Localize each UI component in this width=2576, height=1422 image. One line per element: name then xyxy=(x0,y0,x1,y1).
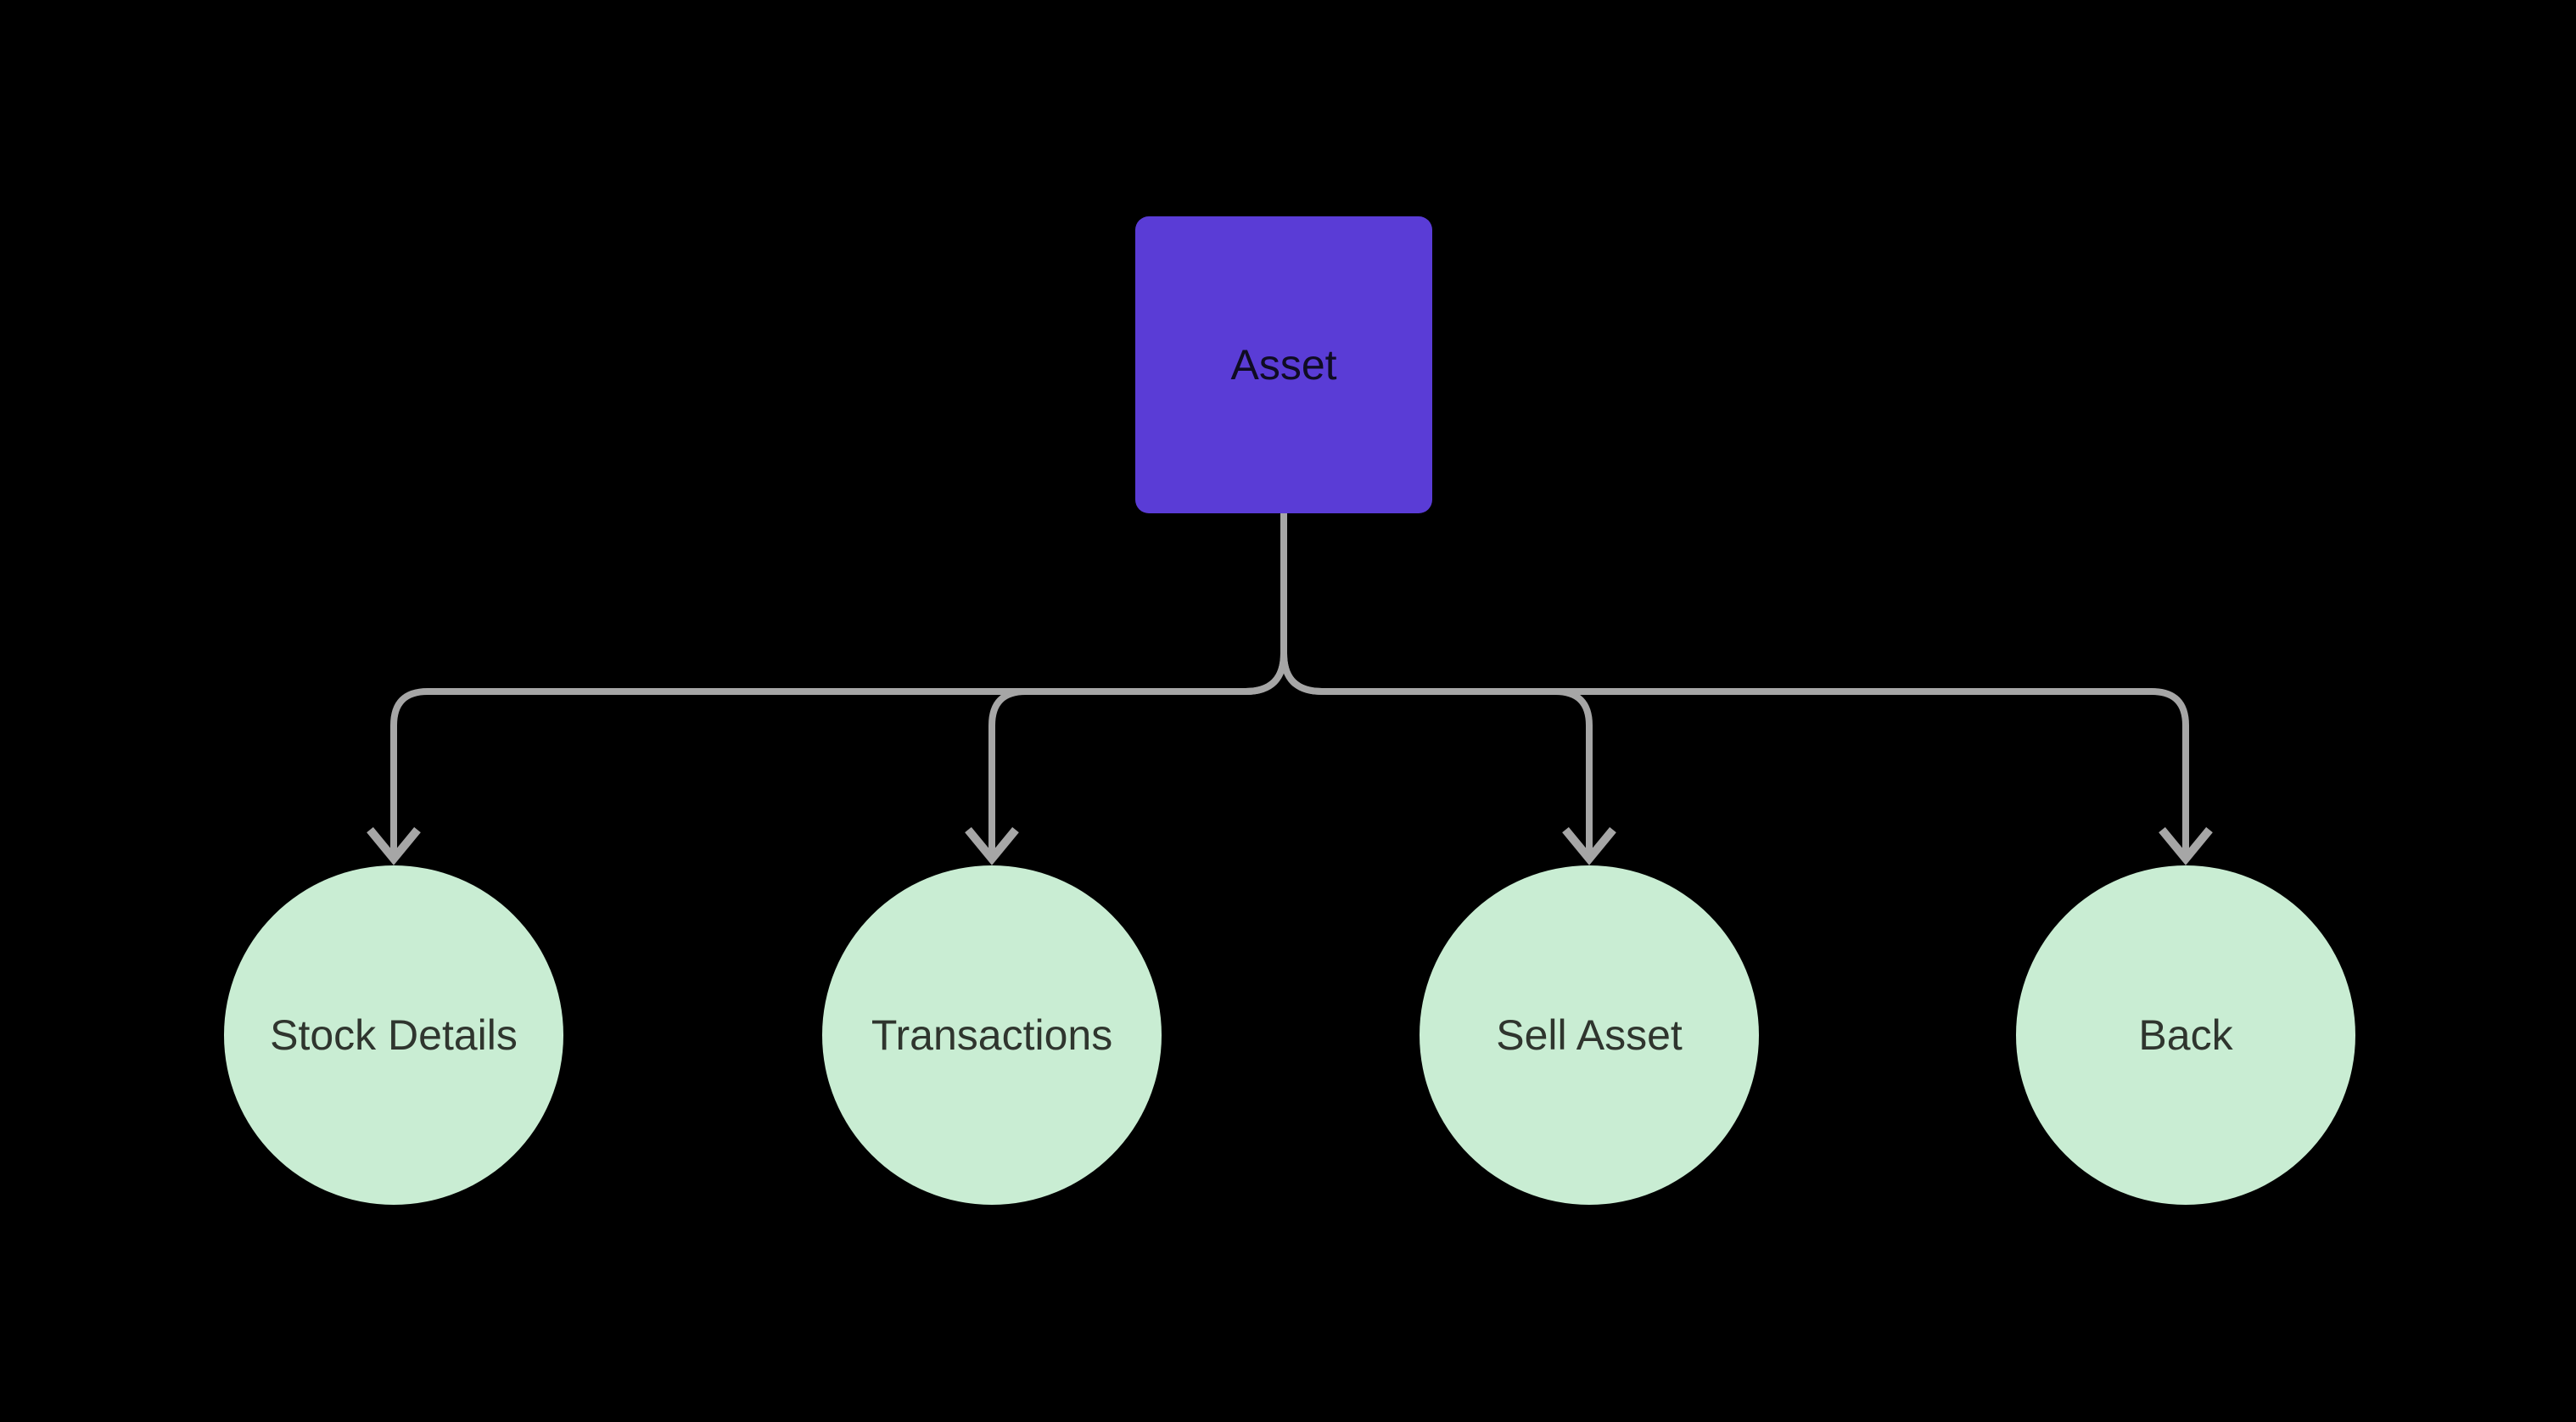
edge-asset-to-stock-details xyxy=(390,513,1287,855)
asset-box-shape xyxy=(1135,216,1432,513)
transactions-label: Transactions xyxy=(871,1011,1112,1059)
sell-asset-shape xyxy=(1420,865,1759,1205)
node-transactions: Transactions xyxy=(822,865,1162,1205)
node-sell-asset: Sell Asset xyxy=(1420,865,1759,1205)
edge-group xyxy=(367,513,2213,865)
node-back: Back xyxy=(2016,865,2355,1205)
transactions-shape xyxy=(822,865,1162,1205)
stock-details-shape xyxy=(224,865,563,1205)
back-shape xyxy=(2016,865,2355,1205)
edge-asset-to-back xyxy=(1280,513,2189,855)
arrowhead-sell-asset xyxy=(1562,826,1616,865)
arrowhead-back xyxy=(2159,826,2213,865)
arrowhead-transactions xyxy=(965,826,1019,865)
node-stock-details: Stock Details xyxy=(224,865,563,1205)
asset-label: Asset xyxy=(1230,341,1336,389)
back-label: Back xyxy=(2138,1011,2233,1059)
arrowhead-stock-details xyxy=(367,826,421,865)
edge-asset-to-sell-asset xyxy=(1280,513,1593,855)
node-asset: Asset xyxy=(1135,216,1432,513)
edge-asset-to-transactions xyxy=(988,513,1287,855)
stock-details-label: Stock Details xyxy=(270,1011,518,1059)
sell-asset-label: Sell Asset xyxy=(1496,1011,1683,1059)
